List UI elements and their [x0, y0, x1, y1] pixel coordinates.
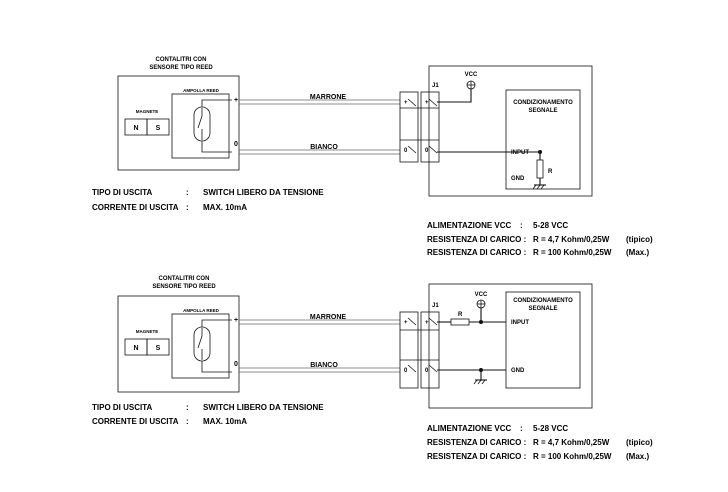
res1-label: RESISTENZA DI CARICO :	[427, 235, 526, 244]
r-label: R	[458, 312, 463, 318]
spec-corr-colon: :	[186, 203, 189, 212]
reed-ampoule-box	[171, 313, 230, 379]
res1-value: R = 4,7 Kohm/0,25W	[533, 235, 610, 244]
signal-conditioning-box	[505, 89, 581, 190]
term-plus-right: +	[425, 100, 429, 106]
spec-tipo-value: SWITCH LIBERO DA TENSIONE	[203, 188, 324, 197]
wire-marrone-label: MARRONE	[310, 94, 346, 101]
terminal-block-left	[399, 91, 419, 163]
alim-colon: :	[520, 221, 523, 230]
terminal-block-left	[399, 311, 419, 389]
wire-bianco-label: BIANCO	[310, 362, 338, 369]
pole-s-text: S	[156, 125, 161, 132]
res1-note: (tipico)	[626, 235, 653, 244]
term-plus-right: +	[425, 320, 429, 326]
pulldown-resistor-icon	[536, 159, 544, 179]
vcc-label: VCC	[475, 292, 488, 298]
cond-line2: SEGNALE	[528, 306, 557, 312]
alim-value: 5-28 VCC	[533, 221, 568, 230]
spec-tipo-label: TIPO DI USCITA	[92, 403, 153, 412]
sensor-plus: +	[234, 317, 238, 324]
spec-tipo-label: TIPO DI USCITA	[92, 188, 153, 197]
sensor-title-line2: SENSORE TIPO REED	[152, 284, 216, 290]
ampolla-label: AMPOLLA REED	[183, 308, 220, 313]
term-plus-left: +	[404, 320, 408, 326]
j1-label: J1	[432, 83, 439, 89]
magnete-label: MAGNETE	[136, 109, 159, 114]
pullup-resistor-icon	[450, 318, 470, 326]
magnet-pole-s	[146, 118, 170, 136]
sensor-title-line2: SENSORE TIPO REED	[149, 65, 213, 71]
cond-line1: CONDIZIONAMENTO	[513, 100, 573, 106]
spec-corr-value: MAX. 10mA	[203, 203, 247, 212]
gnd-label: GND	[511, 368, 525, 374]
term-zero-right: 0	[425, 368, 429, 374]
signal-conditioning-box	[505, 291, 581, 389]
board-outline	[428, 283, 593, 409]
spec-corr-label: CORRENTE DI USCITA	[92, 203, 179, 212]
terminal-block-right	[420, 91, 440, 163]
sensor-housing	[117, 75, 240, 171]
res2-value: R = 100 Kohm/0,25W	[533, 248, 612, 257]
res2-label: RESISTENZA DI CARICO :	[427, 248, 526, 257]
term-zero-right: 0	[425, 148, 429, 154]
magnet-pole-s	[146, 338, 170, 356]
pole-n-text: N	[133, 125, 138, 132]
diagram-pullup: CONTALITRI CON SENSORE TIPO REED AMPOLLA…	[92, 276, 653, 461]
res1-value: R = 4,7 Kohm/0,25W	[533, 438, 610, 447]
term-zero-left: 0	[404, 368, 408, 374]
alim-value: 5-28 VCC	[533, 424, 568, 433]
gnd-label: GND	[511, 176, 525, 182]
sensor-title-line1: CONTALITRI CON	[159, 276, 210, 282]
pole-n-text: N	[133, 345, 138, 352]
board-outline	[428, 65, 593, 197]
res2-note: (Max.)	[626, 452, 649, 461]
j1-label: J1	[432, 303, 439, 309]
res2-label: RESISTENZA DI CARICO :	[427, 452, 526, 461]
r-label: R	[548, 169, 553, 175]
alim-colon: :	[520, 424, 523, 433]
spec-corr-value: MAX. 10mA	[203, 417, 247, 426]
wire-marrone-label: MARRONE	[310, 314, 346, 321]
res2-note: (Max.)	[626, 248, 649, 257]
res1-label: RESISTENZA DI CARICO :	[427, 438, 526, 447]
sensor-zero: 0	[234, 141, 238, 148]
sensor-plus: +	[234, 97, 238, 104]
sensor-title-line1: CONTALITRI CON	[156, 57, 207, 63]
sensor-zero: 0	[234, 361, 238, 368]
spec-tipo-value: SWITCH LIBERO DA TENSIONE	[203, 403, 324, 412]
alim-label: ALIMENTAZIONE VCC	[427, 221, 512, 230]
term-zero-left: 0	[404, 148, 408, 154]
term-plus-left: +	[404, 100, 408, 106]
sensor-housing	[117, 295, 240, 393]
spec-tipo-colon: :	[186, 403, 189, 412]
spec-corr-colon: :	[186, 417, 189, 426]
diagram-pulldown: CONTALITRI CON SENSORE TIPO REED AMPOLLA…	[92, 57, 653, 257]
reed-ampoule-box	[171, 93, 230, 159]
magnete-label: MAGNETE	[136, 329, 159, 334]
input-label: INPUT	[511, 320, 529, 326]
terminal-block-right	[420, 311, 440, 389]
cond-line2: SEGNALE	[528, 108, 557, 114]
wire-bianco-label: BIANCO	[310, 144, 338, 151]
ampolla-label: AMPOLLA REED	[183, 88, 220, 93]
vcc-label: VCC	[465, 72, 478, 78]
alim-label: ALIMENTAZIONE VCC	[427, 424, 512, 433]
spec-corr-label: CORRENTE DI USCITA	[92, 417, 179, 426]
res2-value: R = 100 Kohm/0,25W	[533, 452, 612, 461]
pole-s-text: S	[156, 345, 161, 352]
res1-note: (tipico)	[626, 438, 653, 447]
cond-line1: CONDIZIONAMENTO	[513, 298, 573, 304]
spec-tipo-colon: :	[186, 188, 189, 197]
input-label: INPUT	[511, 150, 529, 156]
